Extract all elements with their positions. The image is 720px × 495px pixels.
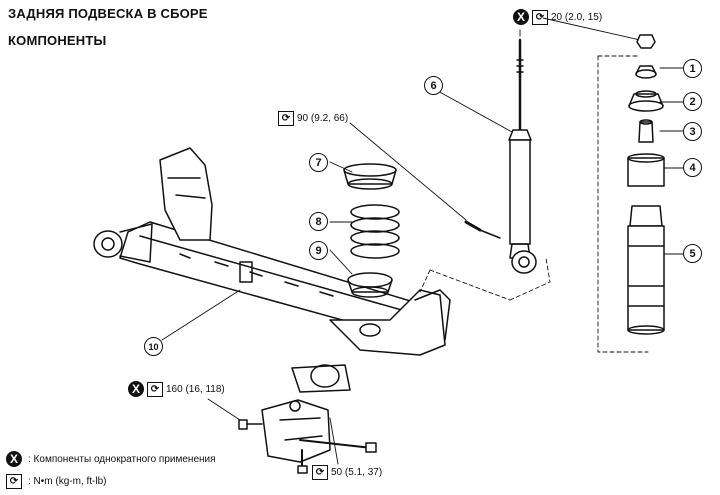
torque-value-shock-bolt: 90 (9.2, 66) [297,113,349,124]
callout-7: 7 [309,153,328,172]
torque-icon: ⟳ [147,381,163,397]
callout-5: 5 [683,244,702,263]
torque-value-top: 20 (2.0, 15) [551,11,603,23]
torque-icon: ⟳ [532,9,548,25]
callout-8: 8 [309,212,328,231]
single-use-icon: X [6,451,22,467]
coil-spring-assembly [343,163,400,298]
single-use-icon: X [128,381,144,397]
torque-label-bracket-bolt: X ⟳ 160 (16, 118) [128,381,225,397]
torque-value-bracket-bolt: 160 (16, 118) [166,383,225,395]
page-subtitle: КОМПОНЕНТЫ [8,33,107,48]
callout-2: 2 [683,92,702,111]
page-title: ЗАДНЯЯ ПОДВЕСКА В СБОРЕ [8,6,208,21]
callout-10: 10 [144,337,163,356]
legend-torque-text: : N•m (kg-m, ft-lb) [28,476,107,487]
legend-torque: ⟳ : N•m (kg-m, ft-lb) [6,474,107,489]
legend-single-use-text: : Компоненты однократного применения [28,453,216,465]
shock-absorber [464,38,537,274]
torque-label-bottom-bolt: ⟳ 50 (5.1, 37) [312,465,382,480]
torque-label-top: X ⟳ 20 (2.0, 15) [513,9,602,25]
assembly-guide-lines [419,55,649,353]
mount-parts [627,34,665,335]
callout-3: 3 [683,122,702,141]
rear-axle-beam [93,147,451,393]
torque-icon: ⟳ [278,111,294,126]
callout-9: 9 [309,241,328,260]
torque-label-shock-bolt: ⟳ 90 (9.2, 66) [278,111,348,126]
callout-6: 6 [424,76,443,95]
callout-4: 4 [683,158,702,177]
callout-1: 1 [683,59,702,78]
torque-value-bottom-bolt: 50 (5.1, 37) [331,467,383,478]
torque-icon: ⟳ [312,465,328,480]
leader-lines [161,17,684,465]
single-use-icon: X [513,9,529,25]
lower-bracket [238,399,377,474]
legend-single-use: X : Компоненты однократного применения [6,451,216,467]
torque-icon: ⟳ [6,474,22,489]
